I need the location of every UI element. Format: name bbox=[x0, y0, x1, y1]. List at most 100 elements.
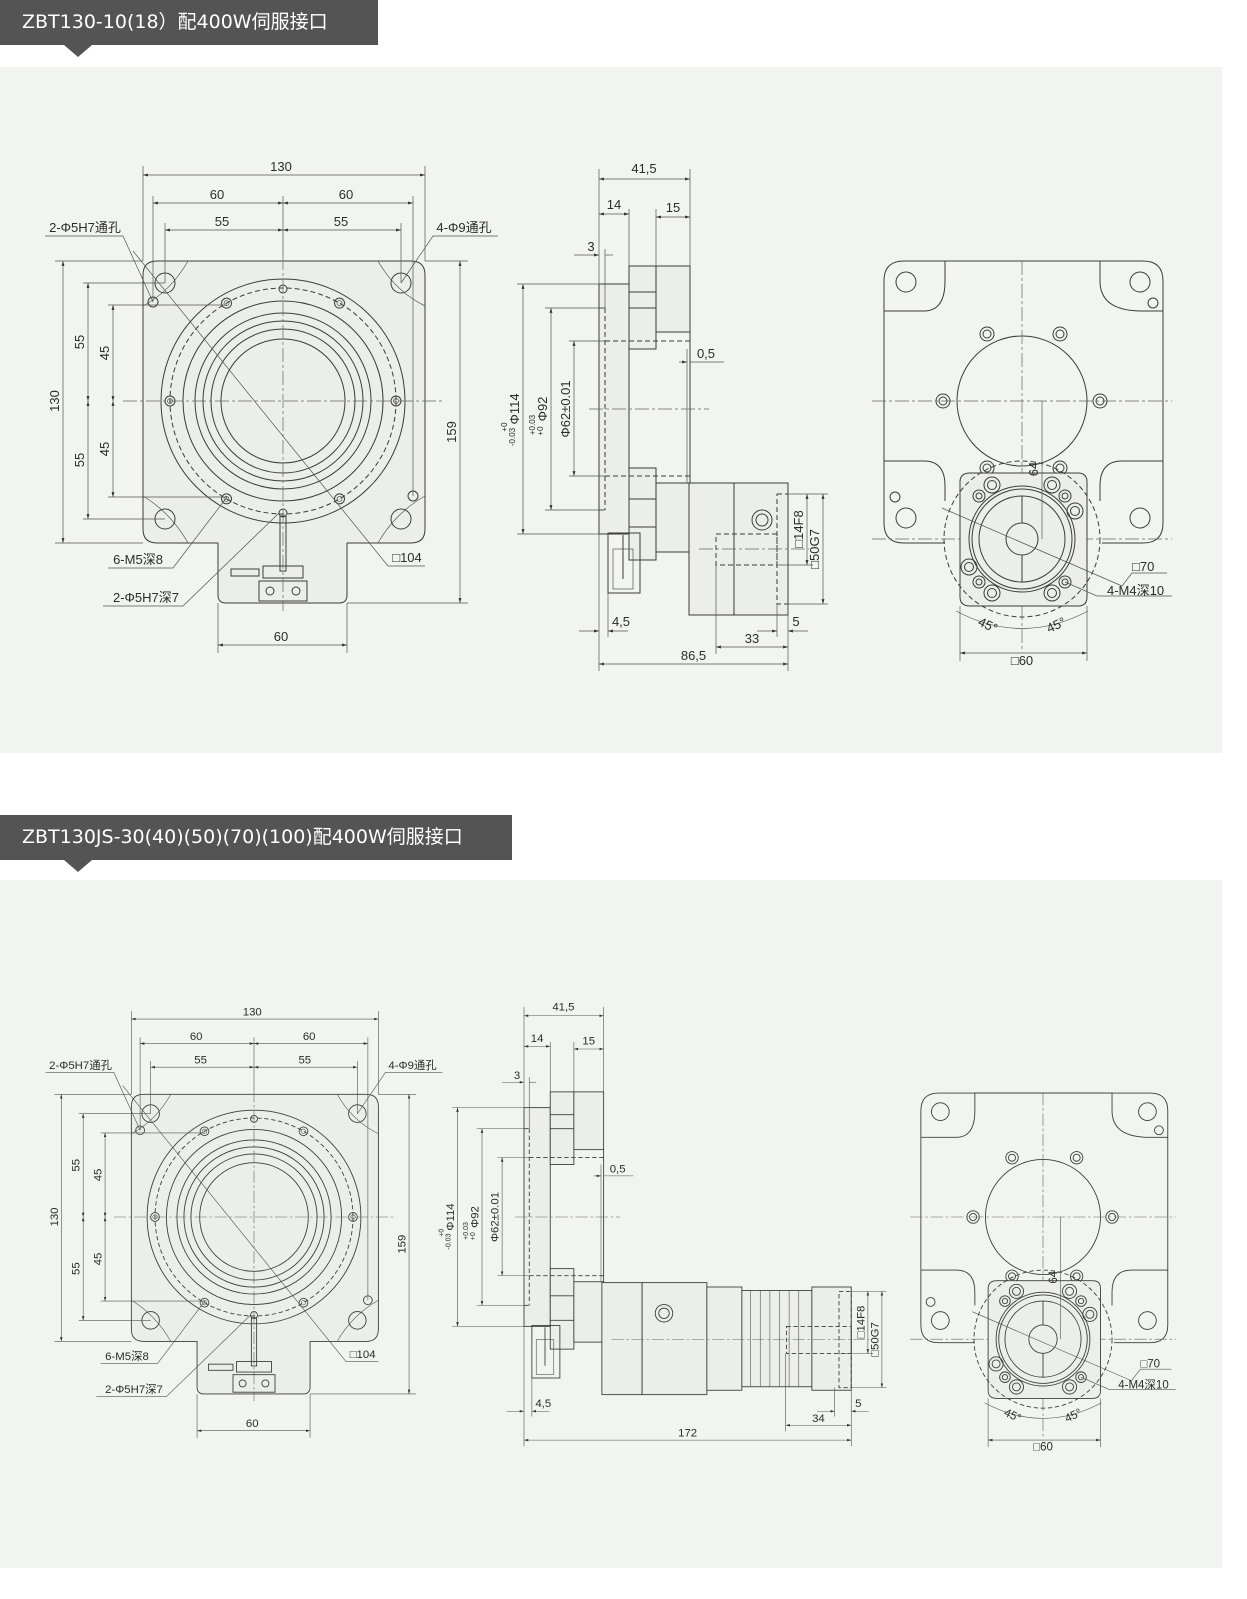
dimension-label: 172 bbox=[678, 1428, 697, 1440]
dimension-label: □50G7 bbox=[869, 1322, 881, 1357]
leader-line bbox=[941, 507, 1123, 587]
section-title-1: ZBT130-10(18）配400W伺服接口 bbox=[0, 0, 378, 57]
bolt-icon bbox=[960, 558, 978, 576]
callout-label: □70 bbox=[1140, 1358, 1160, 1370]
mount-hole-icon bbox=[390, 508, 412, 530]
pin-hole-icon bbox=[889, 491, 901, 503]
dimension-label: 130 bbox=[47, 390, 62, 412]
bolt-icon bbox=[1082, 1306, 1098, 1322]
callout-label: 2-Φ5H7通孔 bbox=[49, 220, 121, 235]
bolt-icon bbox=[1047, 480, 1057, 490]
title-notch bbox=[64, 45, 92, 57]
title-notch bbox=[64, 860, 92, 872]
tapped-hole-icon bbox=[298, 1297, 309, 1308]
section-title-2: ZBT130JS-30(40)(50)(70)(100)配400W伺服接口 bbox=[0, 815, 512, 872]
bolt-icon bbox=[1055, 463, 1065, 473]
dimension-label: 130 bbox=[270, 159, 292, 174]
leader-line bbox=[132, 250, 389, 567]
mount-hole-icon bbox=[931, 1102, 950, 1121]
callout-label: □104 bbox=[392, 550, 422, 565]
dimension-label: +0.03 bbox=[528, 414, 537, 435]
bolt-icon bbox=[1062, 1379, 1078, 1395]
tapped-hole-icon bbox=[336, 300, 343, 306]
dimension-label: 130 bbox=[49, 1208, 61, 1227]
bolt-icon bbox=[982, 329, 992, 339]
callout-label: 6-M5深8 bbox=[113, 552, 163, 567]
sensor-bracket bbox=[531, 1325, 561, 1379]
bolt-icon bbox=[1043, 584, 1061, 602]
sensor-block bbox=[232, 1374, 276, 1393]
dimension-label: -0.03 bbox=[446, 1233, 453, 1249]
tapped-hole-icon bbox=[221, 297, 232, 309]
dimension-label: 33 bbox=[745, 631, 759, 646]
leader-line bbox=[972, 1311, 1132, 1382]
leader-line bbox=[45, 235, 154, 303]
dimension-label: 159 bbox=[444, 421, 459, 443]
tapped-hole-icon bbox=[300, 1300, 306, 1306]
screw-icon bbox=[1001, 1297, 1009, 1305]
dimension-label: 45 bbox=[97, 346, 112, 360]
motor-adapter bbox=[641, 1282, 708, 1396]
leader-line bbox=[1131, 1368, 1172, 1381]
dimension-label: 60 bbox=[339, 187, 353, 202]
leader-line bbox=[357, 1072, 443, 1114]
flange-chamfer bbox=[131, 1094, 379, 1342]
angle-arc bbox=[984, 1402, 1102, 1419]
mount-hole-icon bbox=[1138, 1102, 1157, 1121]
bolt-icon bbox=[1072, 1272, 1081, 1281]
dimension-label: 15 bbox=[582, 1036, 595, 1048]
dimension-label: -0.03 bbox=[508, 427, 517, 446]
housing-block bbox=[573, 1091, 605, 1151]
callout-label: □70 bbox=[1132, 559, 1154, 574]
sensor-post bbox=[250, 1317, 258, 1367]
motor-body bbox=[741, 1290, 813, 1388]
dimension-label: 4,5 bbox=[535, 1398, 551, 1410]
pin-hole-icon bbox=[1147, 297, 1159, 309]
callout-label: 6-M5深8 bbox=[105, 1349, 149, 1363]
dimension-label: 55 bbox=[194, 1055, 207, 1067]
screw-icon bbox=[1061, 492, 1069, 500]
dimension-label: 15 bbox=[666, 200, 680, 215]
bolt-icon bbox=[979, 326, 995, 342]
leader-line bbox=[100, 1300, 206, 1364]
leader-line bbox=[1064, 581, 1172, 597]
callout-label: □104 bbox=[350, 1349, 376, 1361]
tapped-hole-icon bbox=[334, 493, 345, 505]
tapped-hole-icon bbox=[221, 493, 232, 505]
bolt-icon bbox=[987, 588, 997, 598]
bolt-icon bbox=[1008, 1272, 1017, 1281]
shaft-bore bbox=[968, 485, 1076, 593]
dimension-label: 159 bbox=[397, 1235, 409, 1254]
tapped-hole-icon bbox=[300, 1128, 306, 1134]
screw-icon bbox=[972, 489, 986, 503]
screw-icon bbox=[975, 578, 983, 586]
section-title-text: ZBT130-10(18）配400W伺服接口 bbox=[22, 11, 328, 33]
leader-line bbox=[103, 512, 280, 607]
dimension-label: □14F8 bbox=[791, 510, 806, 547]
motor-flange bbox=[987, 1280, 1101, 1399]
bolt-icon bbox=[1065, 1382, 1074, 1392]
dimension-label: 60 bbox=[274, 629, 288, 644]
dimension-label: 45 bbox=[93, 1253, 105, 1266]
bolt-icon bbox=[988, 1356, 1004, 1372]
dimension-label: 64 bbox=[1048, 1270, 1060, 1283]
dimension-label: +0 bbox=[470, 1232, 477, 1240]
housing-block bbox=[628, 467, 657, 561]
housing-block bbox=[655, 482, 691, 553]
shaft-bore bbox=[971, 488, 1073, 590]
screw-icon bbox=[261, 1379, 270, 1388]
dimension-label: +0 bbox=[439, 1229, 446, 1237]
dimension-label: Φ92 bbox=[535, 397, 550, 422]
dimension-label: 64 bbox=[1026, 462, 1041, 476]
screw-icon bbox=[658, 1307, 670, 1319]
bolt-icon bbox=[1005, 1151, 1019, 1165]
dimension-label: +0 bbox=[500, 422, 509, 432]
leader-line bbox=[96, 1314, 251, 1397]
bolt-icon bbox=[1008, 1153, 1017, 1162]
dimension-label: 0,5 bbox=[697, 346, 715, 361]
